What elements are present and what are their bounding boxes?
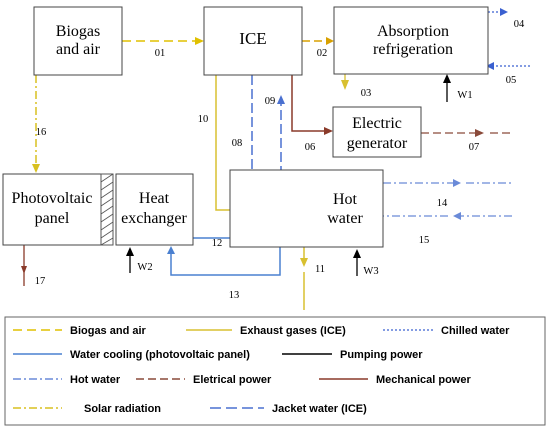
svg-text:and air: and air [56,41,101,58]
box-electric-generator: Electric generator [332,106,422,158]
label-12: 12 [212,238,223,249]
label-w3: W3 [363,266,378,277]
box-hot-water: Hot water [229,169,384,248]
box-ice: ICE [203,6,303,76]
stream-16-solar [32,75,40,173]
svg-text:Hot water: Hot water [70,374,121,386]
legend-item-pumping: Pumping power [282,349,423,361]
svg-text:Mechanical power: Mechanical power [376,374,471,386]
label-11: 11 [315,264,325,275]
svg-text:Hot: Hot [333,191,358,208]
label-13: 13 [229,290,240,301]
label-04: 04 [514,19,525,30]
box-absorption-refrigeration: Absorption refrigeration [333,6,489,75]
pump-w2-arrow [126,247,134,273]
legend: Biogas and air Exhaust gases (ICE) Chill… [4,316,546,426]
label-05: 05 [506,75,517,86]
svg-text:Exhaust gases (ICE): Exhaust gases (ICE) [240,325,346,337]
legend-item-hot-water: Hot water [13,374,121,386]
stream-06-mechanical [291,75,333,135]
legend-item-chilled: Chilled water [383,325,510,337]
svg-text:Photovoltaic: Photovoltaic [12,190,93,207]
svg-text:ICE: ICE [239,29,266,48]
svg-text:generator: generator [347,135,408,152]
stream-17 [21,245,27,286]
label-16: 16 [36,127,47,138]
svg-text:Biogas: Biogas [56,23,100,40]
svg-text:exchanger: exchanger [121,210,187,227]
legend-item-electrical: Eletrical power [136,374,272,386]
label-10: 10 [198,114,209,125]
stream-01-biogas [122,37,204,45]
label-02: 02 [317,48,328,59]
hatched-coupling [100,173,114,246]
stream-07-electrical [421,129,512,137]
svg-text:Water cooling (photovoltaic pa: Water cooling (photovoltaic panel) [70,349,250,361]
stream-jacket-water [251,75,285,187]
label-15: 15 [419,235,430,246]
legend-item-water-cooling: Water cooling (photovoltaic panel) [13,349,250,361]
svg-text:Solar radiation: Solar radiation [84,403,161,415]
svg-text:refrigeration: refrigeration [373,41,453,58]
svg-text:Chilled water: Chilled water [441,325,510,337]
svg-text:water: water [327,210,363,227]
label-w2: W2 [137,262,152,273]
pump-w1-arrow [443,74,451,102]
legend-item-solar: Solar radiation [13,403,161,415]
svg-text:Jacket water (ICE): Jacket water (ICE) [272,403,367,415]
stream-hot-water [383,179,512,220]
label-07: 07 [469,142,480,153]
label-14: 14 [437,198,448,209]
pump-w3-arrow [353,249,361,276]
label-01: 01 [155,48,166,59]
legend-item-mechanical: Mechanical power [319,374,471,386]
label-17: 17 [35,276,46,287]
label-08: 08 [232,138,243,149]
svg-text:Heat: Heat [139,190,170,207]
legend-item-biogas: Biogas and air [13,325,147,337]
label-09: 09 [265,96,276,107]
svg-text:panel: panel [35,210,70,227]
box-photovoltaic-panel: Photovoltaic panel [2,173,102,246]
box-heat-exchanger: Heat exchanger [115,173,194,246]
label-03: 03 [361,88,372,99]
box-biogas: Biogas and air [33,6,123,76]
svg-text:Eletrical power: Eletrical power [193,374,272,386]
legend-item-jacket: Jacket water (ICE) [210,403,367,415]
label-w1: W1 [457,90,472,101]
svg-text:Absorption: Absorption [377,23,449,40]
svg-text:Biogas and air: Biogas and air [70,325,147,337]
label-06: 06 [305,142,316,153]
svg-text:Pumping power: Pumping power [340,349,423,361]
svg-text:Electric: Electric [352,115,402,132]
legend-item-exhaust: Exhaust gases (ICE) [186,325,346,337]
